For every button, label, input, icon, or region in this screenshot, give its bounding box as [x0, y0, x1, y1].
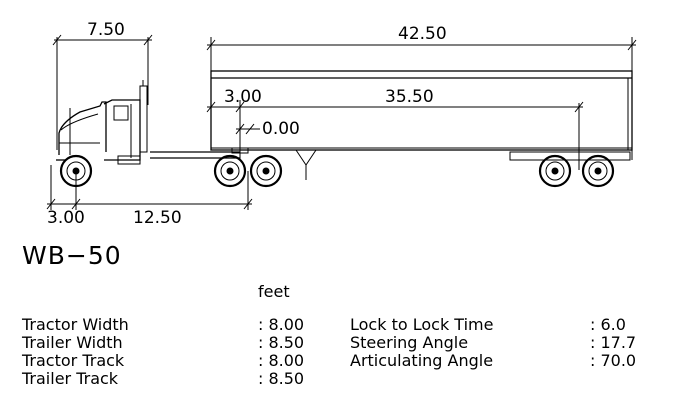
spec-label: Steering Angle: [350, 333, 468, 352]
dim-label-overall-length: 42.50: [398, 24, 447, 44]
vehicle-name: WB−50: [22, 241, 122, 270]
wheel-trailer-2: [581, 154, 615, 188]
spec-value: : 8.50: [258, 333, 304, 352]
wheel-drive-1: [213, 154, 247, 188]
dim-label-front-overhang: 3.00: [47, 208, 85, 228]
spec-value: : 70.0: [590, 351, 636, 370]
dim-fifth-wheel: 0.00: [235, 119, 300, 150]
dim-overall-length: 42.50: [206, 24, 637, 72]
trailer-body: [210, 70, 633, 160]
wheel-trailer-1: [538, 154, 572, 188]
spec-label: Tractor Track: [21, 351, 125, 370]
spec-value: : 8.50: [258, 369, 304, 388]
wheels: [59, 154, 615, 188]
spec-value: : 6.0: [590, 315, 626, 334]
dim-label-trailer-wheelbase: 35.50: [385, 87, 434, 107]
spec-label: Trailer Width: [21, 333, 123, 352]
dim-trailer-wheelbase: 3.00 35.50: [206, 87, 584, 170]
dim-label-fifth-wheel: 0.00: [262, 119, 300, 139]
units-label: feet: [258, 282, 290, 301]
wheel-drive-2: [249, 154, 283, 188]
dim-tractor-width: 7.50: [52, 20, 153, 150]
spec-label: Tractor Width: [21, 315, 129, 334]
dim-label-kingpin-offset: 3.00: [224, 87, 262, 107]
dim-label-tractor-width: 7.50: [87, 20, 125, 40]
spec-label: Lock to Lock Time: [350, 315, 493, 334]
specs-right: Lock to Lock Time : 6.0 Steering Angle :…: [350, 315, 636, 370]
trailer-underbody: [295, 149, 631, 180]
dim-tractor-wheelbase: 3.00 12.50: [46, 165, 253, 228]
tractor: [56, 80, 249, 165]
spec-label: Articulating Angle: [350, 351, 493, 370]
dim-label-tractor-wheelbase: 12.50: [133, 208, 182, 228]
spec-label: Trailer Track: [21, 369, 119, 388]
spec-value: : 8.00: [258, 315, 304, 334]
specs-left: Tractor Width : 8.00 Trailer Width : 8.5…: [21, 315, 304, 388]
spec-value: : 8.00: [258, 351, 304, 370]
spec-value: : 17.7: [590, 333, 636, 352]
